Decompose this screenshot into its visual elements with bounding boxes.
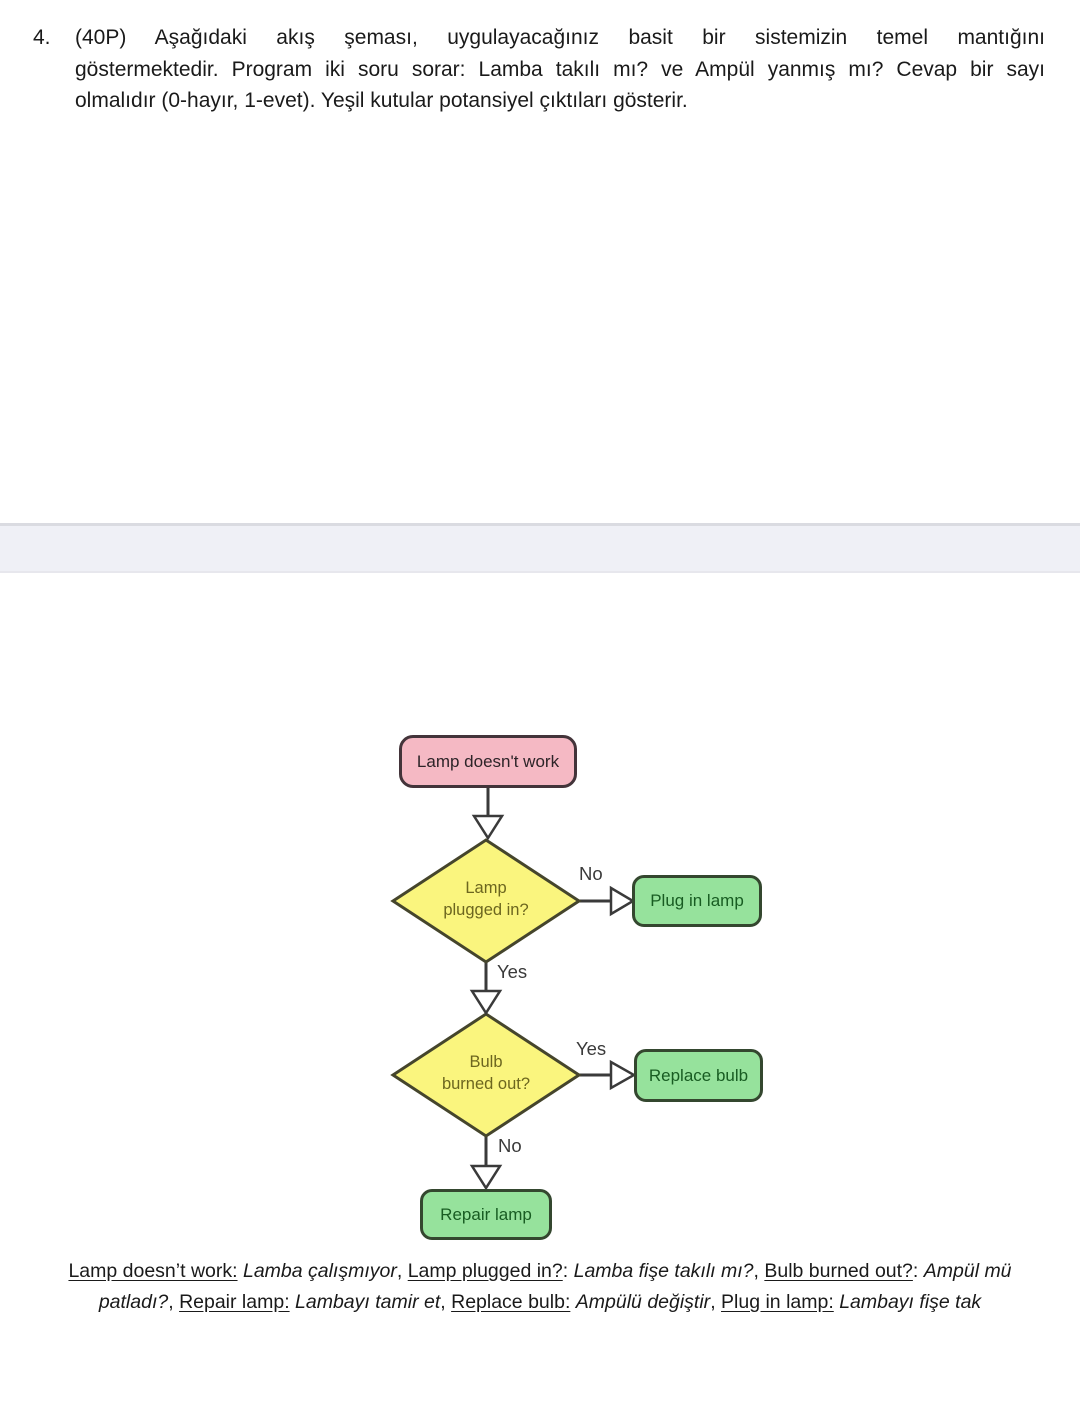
footnote-segment-plain: , xyxy=(168,1291,180,1313)
footnote-segment-trans: Lambayı tamir et xyxy=(295,1291,441,1313)
footnote-segment-plain: , xyxy=(753,1260,765,1282)
arrow-down-icon xyxy=(469,989,503,1016)
edge-label-yes-1: Yes xyxy=(497,961,528,982)
footnote-segment-trans: Lamba çalışmıyor xyxy=(242,1260,397,1282)
footnote-segment-trans: Ampül mü xyxy=(923,1260,1012,1282)
footnote-segment-term: Replace bulb: xyxy=(451,1291,571,1313)
footnote-line-1: Lamp doesn’t work: Lamba çalışmıyor, Lam… xyxy=(0,1256,1080,1287)
footnote-segment-plain: , xyxy=(440,1291,452,1313)
footnote-segment-trans: Ampülü değiştir xyxy=(575,1291,711,1313)
footnote-segment-plain: : xyxy=(912,1260,924,1282)
footnote-segment-trans: Lambayı fişe tak xyxy=(839,1291,982,1313)
footnote-segment-plain: : xyxy=(562,1260,574,1282)
footnote-line-2: patladı?, Repair lamp: Lambayı tamir et,… xyxy=(0,1287,1080,1318)
edge-label-yes-2: Yes xyxy=(576,1038,607,1059)
footnote-segment-term: Bulb burned out? xyxy=(764,1260,913,1282)
arrow-right-icon xyxy=(609,885,636,917)
arrow-down-icon xyxy=(471,814,505,841)
decision-label-bulb-burned-out: Bulb burned out? xyxy=(441,1053,531,1093)
legend-footnote: Lamp doesn’t work: Lamba çalışmıyor, Lam… xyxy=(0,1256,1080,1318)
footnote-segment-term: Repair lamp: xyxy=(179,1291,290,1313)
edge-label-no-2: No xyxy=(498,1135,522,1156)
decision-label-lamp-plugged-in: Lamp plugged in? xyxy=(443,879,529,919)
footnote-segment-term: Plug in lamp: xyxy=(721,1291,834,1313)
flowchart-start-node: Lamp doesn't work xyxy=(399,735,577,788)
question-line-1: (40P) Aşağıdaki akış şeması, uygulayacağ… xyxy=(75,26,1045,49)
footnote-segment-plain: , xyxy=(396,1260,408,1282)
footnote-segment-plain: , xyxy=(710,1291,722,1313)
arrow-right-icon xyxy=(609,1059,637,1091)
question-number: 4. xyxy=(33,26,51,49)
edge-label-no-1: No xyxy=(579,863,603,884)
footnote-segment-term: Lamp plugged in? xyxy=(407,1260,563,1282)
page-separator xyxy=(0,523,1080,573)
footnote-segment-trans: Lamba fişe takılı mı? xyxy=(573,1260,754,1282)
question-text: (40P) Aşağıdaki akış şeması, uygulayacağ… xyxy=(75,22,1045,117)
arrow-down-icon xyxy=(469,1164,503,1191)
question-line-2: göstermektedir. Program iki soru sorar: … xyxy=(75,57,1045,81)
outcome-node-repair-lamp: Repair lamp xyxy=(420,1189,552,1240)
outcome-node-replace-bulb: Replace bulb xyxy=(634,1049,763,1102)
decision-diamond-bulb-burned-out xyxy=(390,1012,582,1138)
outcome-node-plug-in-lamp: Plug in lamp xyxy=(632,875,762,927)
decision-diamond-lamp-plugged-in xyxy=(390,838,582,964)
footnote-segment-trans: patladı? xyxy=(98,1291,169,1313)
question-block: 4. (40P) Aşağıdaki akış şeması, uygulaya… xyxy=(33,22,1045,117)
footnote-segment-term: Lamp doesn’t work: xyxy=(68,1260,238,1282)
question-line-3: olmalıdır (0-hayır, 1-evet). Yeşil kutul… xyxy=(75,89,688,112)
